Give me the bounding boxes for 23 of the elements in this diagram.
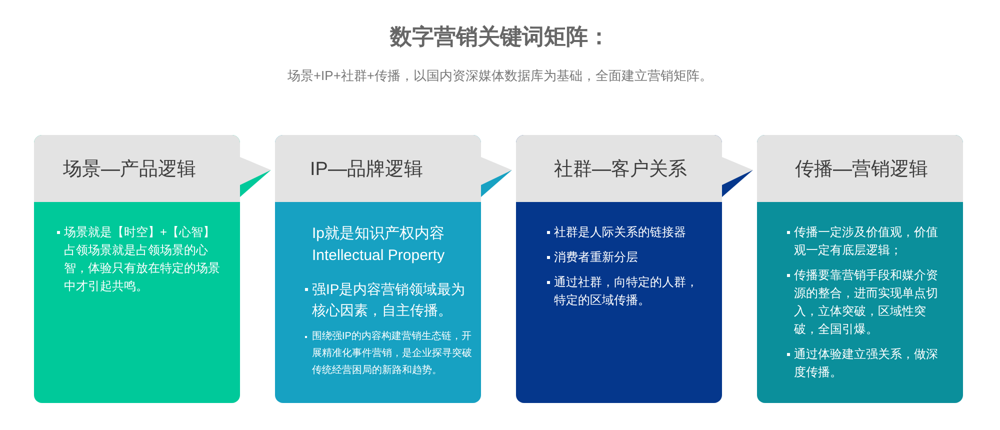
bullet-text: 传播要靠营销手段和媒介资源的整合，进而实现单点切入，立体突破，区域性突破，全国引爆。 bbox=[794, 267, 939, 338]
pointer-arrow bbox=[481, 157, 512, 197]
bullet-text: 围绕强IP的内容构建营销生态链，开展精准化事件营销，是企业探寻突破传统经营困局的新路和趋势。 bbox=[312, 330, 473, 378]
bullet-text: 场景就是【时空】+【心智】占领场景就是占领场景的心智，体验只有放在特定的场景中才引起共鸣。 bbox=[64, 224, 221, 295]
card bbox=[34, 135, 240, 403]
card-header: 场景—产品逻辑 bbox=[34, 135, 240, 202]
card bbox=[757, 135, 963, 403]
title: 数字营销关键词矩阵： bbox=[390, 23, 610, 51]
card-header: 传播—营销逻辑 bbox=[757, 135, 963, 202]
bullet-text: 通过社群，向特定的人群，特定的区域传播。 bbox=[554, 274, 699, 309]
card-header: IP—品牌逻辑 bbox=[275, 135, 481, 202]
pointer-arrow bbox=[240, 157, 271, 197]
bullet-text: 强IP是内容营销领域最为核心因素，自主传播。 bbox=[312, 280, 466, 320]
subtitle: 场景+IP+社群+传播，以国内资深媒体数据库为基础，全面建立营销矩阵。 bbox=[287, 67, 713, 85]
pointer-arrow bbox=[722, 157, 753, 197]
card bbox=[516, 135, 722, 403]
bullet-text: 消费者重新分层 bbox=[554, 249, 639, 266]
intro-text: Ip就是知识产权内容 Intellectual Property bbox=[312, 224, 446, 266]
card bbox=[275, 135, 481, 403]
card-header: 社群—客户关系 bbox=[516, 135, 722, 202]
bullet-text: 传播一定涉及价值观，价值观一定有底层逻辑； bbox=[794, 224, 939, 259]
bullet-text: 通过体验建立强关系，做深度传播。 bbox=[794, 346, 939, 381]
bullet-text: 社群是人际关系的链接器 bbox=[554, 224, 687, 241]
